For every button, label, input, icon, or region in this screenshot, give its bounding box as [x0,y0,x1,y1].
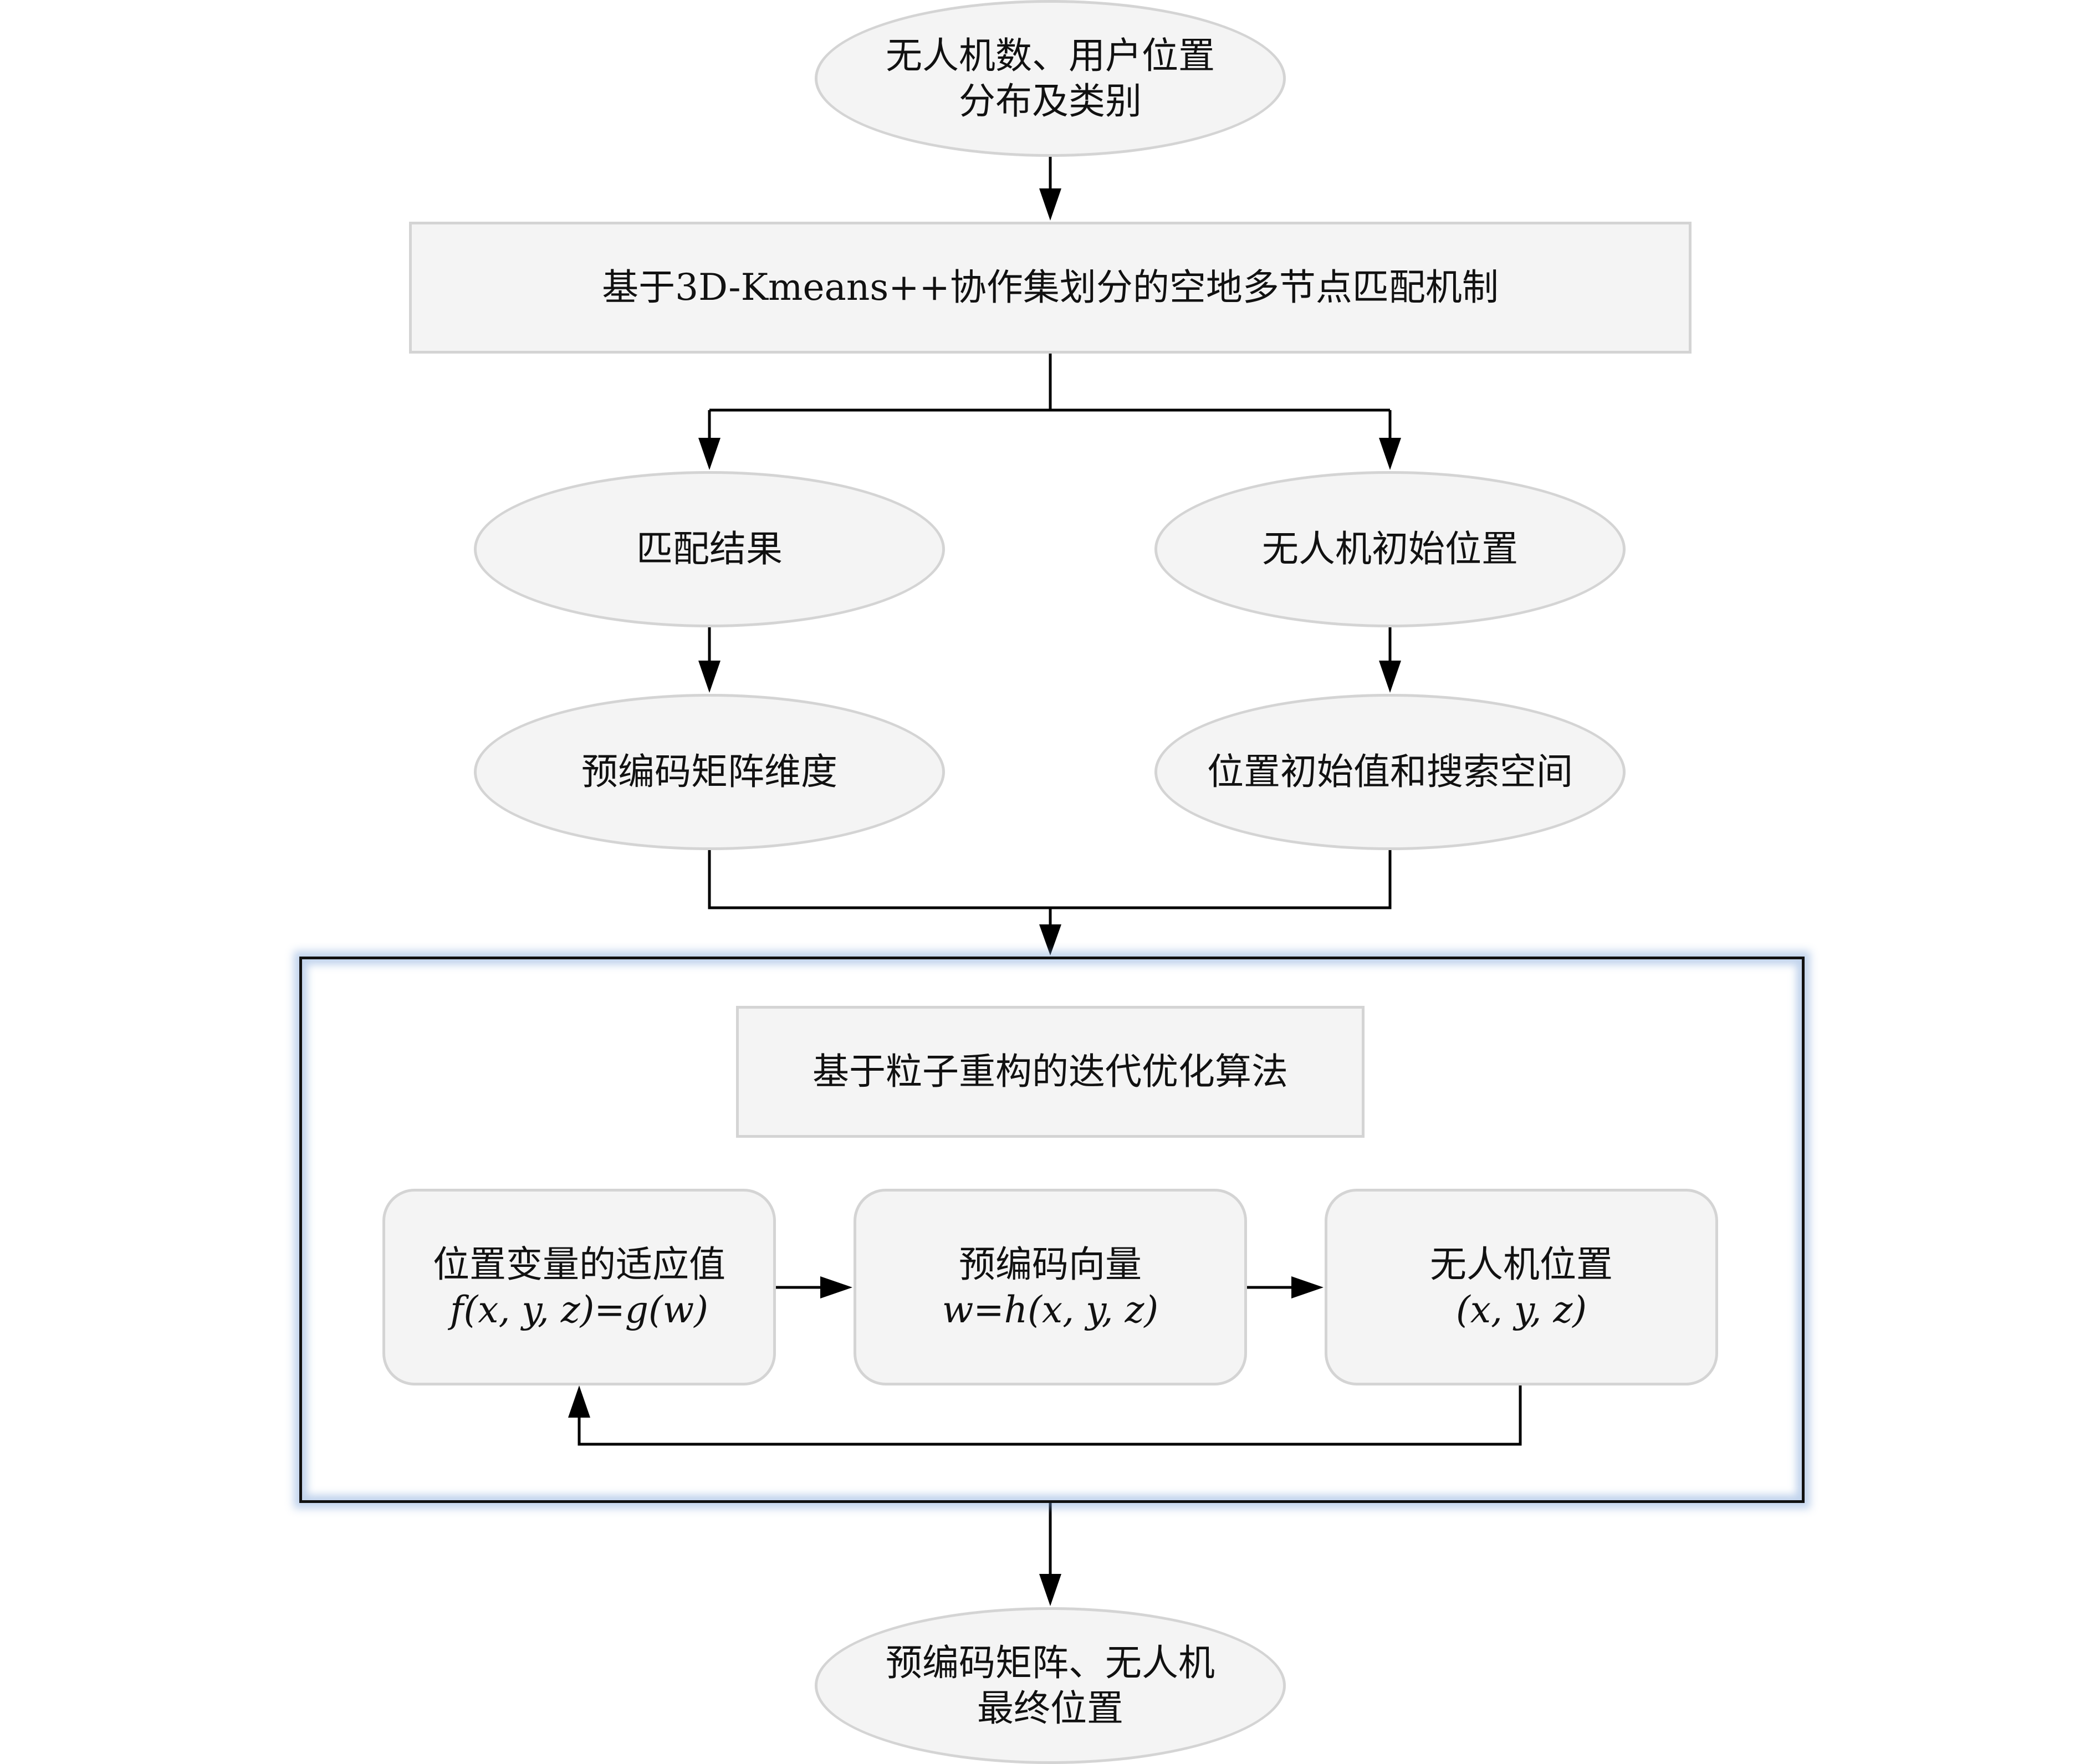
precoding-vector-label: 预编码向量 [959,1243,1142,1286]
matching-mechanism-box: 基于3D-Kmeans++协作集划分的空地多节点匹配机制 [409,222,1692,354]
precoding-dimension-label: 预编码矩阵维度 [581,750,837,793]
fitness-label: 位置变量的适应值 [433,1243,725,1286]
output-line-1: 预编码矩阵、无人机 [886,1641,1215,1684]
arrow-merge-to-frame [708,849,1392,924]
initial-value-search-space-label: 位置初始值和搜索空间 [1207,750,1573,793]
match-result-ellipse: 匹配结果 [474,471,945,627]
matching-mechanism-label: 基于3D-Kmeans++协作集划分的空地多节点匹配机制 [602,266,1499,309]
precoding-vector-box: 预编码向量 w=h(x, y, z) [854,1189,1247,1385]
output-line-2: 最终位置 [977,1686,1123,1730]
input-line-2: 分布及类别 [959,79,1142,122]
input-ellipse: 无人机数、用户位置 分布及类别 [815,0,1286,157]
initial-value-search-space-ellipse: 位置初始值和搜索空间 [1154,694,1626,850]
precoding-vector-formula: w=h(x, y, z) [942,1288,1159,1331]
algorithm-title-label: 基于粒子重构的迭代优化算法 [813,1050,1288,1093]
output-ellipse: 预编码矩阵、无人机 最终位置 [815,1607,1286,1764]
fitness-formula: f(x, y, z)=g(w) [450,1288,708,1331]
uav-position-box: 无人机位置 (x, y, z) [1325,1189,1718,1385]
fitness-box: 位置变量的适应值 f(x, y, z)=g(w) [382,1189,776,1385]
input-line-1: 无人机数、用户位置 [886,34,1215,77]
arrow-feedback-loop [578,1385,1522,1446]
uav-initial-position-label: 无人机初始位置 [1262,528,1518,570]
uav-initial-position-ellipse: 无人机初始位置 [1154,471,1626,627]
algorithm-title-box: 基于粒子重构的迭代优化算法 [736,1006,1365,1138]
optimization-frame [299,957,1805,1503]
uav-position-label: 无人机位置 [1430,1243,1613,1286]
arrow-matching-split [708,354,1392,438]
precoding-dimension-ellipse: 预编码矩阵维度 [474,694,945,850]
uav-position-formula: (x, y, z) [1456,1288,1587,1331]
match-result-label: 匹配结果 [636,528,783,570]
